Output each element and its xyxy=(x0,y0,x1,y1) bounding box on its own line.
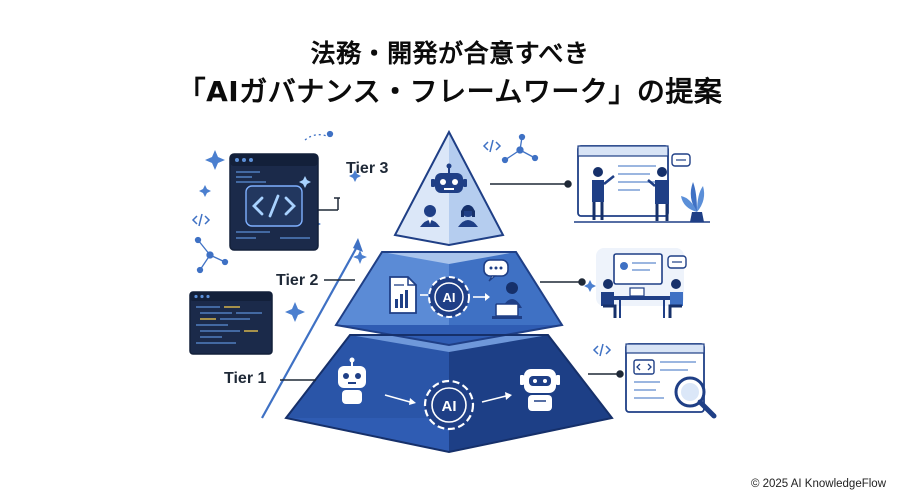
person-icon-female xyxy=(458,205,478,227)
robot-icon xyxy=(431,163,467,193)
growth-arrow xyxy=(261,238,363,419)
gear-ai-icon-mid: AI xyxy=(428,276,470,318)
ai-label-mid: AI xyxy=(443,290,456,305)
code-review-illustration xyxy=(625,343,717,419)
tier-1-label: Tier 1 xyxy=(224,370,267,387)
ai-label-bottom: AI xyxy=(442,398,457,415)
meeting-person-left-icon xyxy=(601,279,617,318)
small-code-icons xyxy=(191,139,612,357)
chat-bubble-icon xyxy=(483,259,509,282)
tier-2-label: Tier 2 xyxy=(276,272,319,289)
title-line-2: 「AIガバナンス・フレームワーク」の提案 xyxy=(177,75,723,108)
gear-ai-icon-bottom: AI xyxy=(423,379,475,431)
person-icon-male xyxy=(420,205,440,227)
presenter-male-icon xyxy=(647,167,669,221)
code-editor-window-large xyxy=(229,153,339,251)
network-node-icons xyxy=(194,130,539,274)
presenter-female-icon xyxy=(592,167,615,220)
magnifier-icon xyxy=(674,376,717,419)
tier-connectors-left xyxy=(280,197,355,381)
tier-3-label: Tier 3 xyxy=(346,160,389,177)
robot-icon-simple xyxy=(338,357,366,404)
plant-icon xyxy=(681,182,705,222)
meeting-person-right-icon xyxy=(668,279,683,318)
report-document-icon xyxy=(389,276,417,314)
copyright-text: © 2025 AI KnowledgeFlow xyxy=(750,478,886,490)
title-line-1: 法務・開発が合意すべき xyxy=(310,39,590,68)
speech-bubble-icon xyxy=(671,153,691,167)
code-editor-window-small xyxy=(189,291,273,355)
robot-icon-advanced xyxy=(520,369,560,411)
person-laptop-icon xyxy=(492,282,522,319)
code-icon xyxy=(252,194,296,218)
presentation-illustration xyxy=(574,145,710,223)
chat-icon-meeting xyxy=(667,255,687,269)
tier-connectors-right xyxy=(490,180,624,378)
meeting-illustration xyxy=(596,248,687,318)
